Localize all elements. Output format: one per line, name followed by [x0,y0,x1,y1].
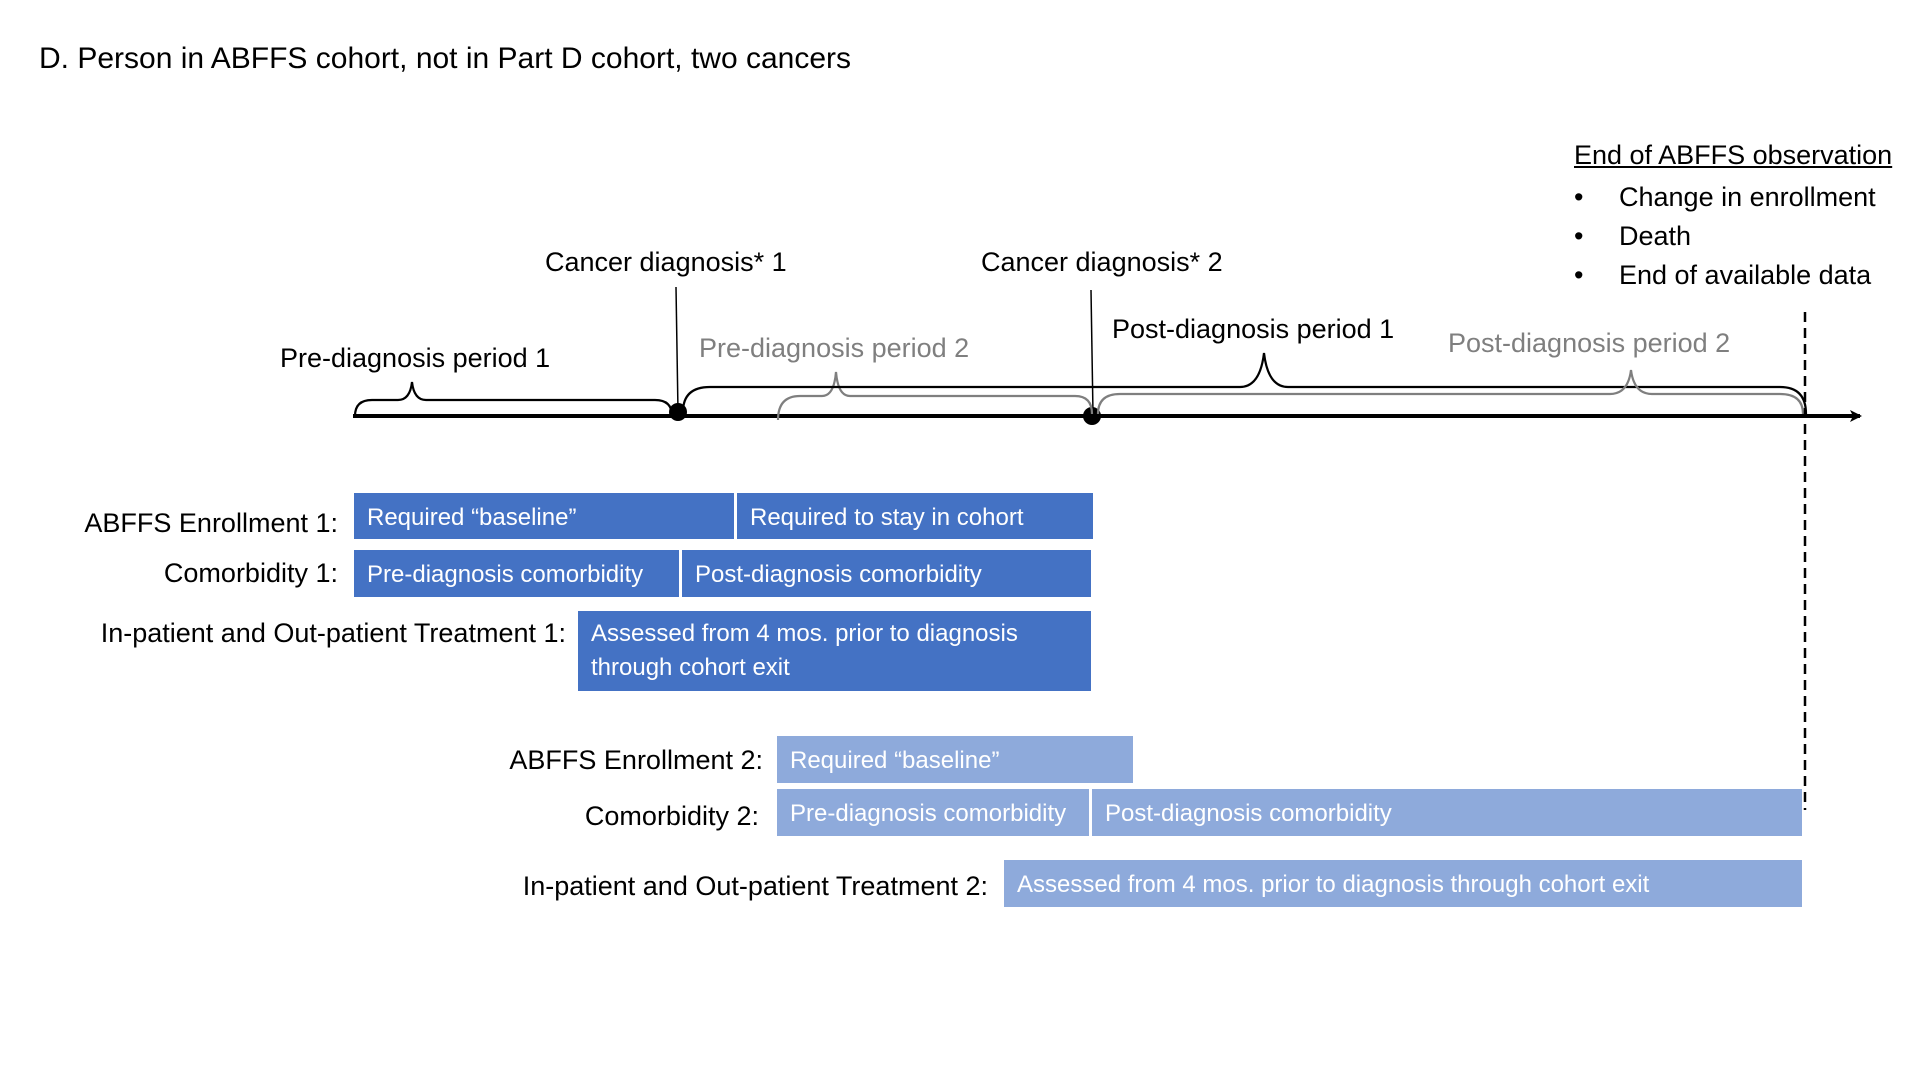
post-diagnosis-period-1-brace [681,352,1808,415]
diagnosis-2-marker [1083,407,1101,425]
post-diagnosis-period-1-label: Post-diagnosis period 1 [1112,314,1395,344]
abffs-enrollment-1-label: ABFFS Enrollment 1: [84,508,338,538]
diagnosis-2-tick [1090,289,1094,415]
end-observation-list: Change in enrollment Death End of availa… [1574,178,1876,295]
end-observation-item: Death [1574,217,1876,256]
comorbidity-2-pre-bar: Pre-diagnosis comorbidity [777,789,1089,836]
pre-diagnosis-period-2-brace [776,371,1094,421]
comorbidity-1-post-bar: Post-diagnosis comorbidity [682,550,1091,597]
comorbidity-2-post-bar: Post-diagnosis comorbidity [1092,789,1802,836]
pre-diagnosis-period-2-label: Pre-diagnosis period 2 [699,333,970,363]
figure-title: D. Person in ABFFS cohort, not in Part D… [39,42,852,75]
enrollment-2-baseline-bar: Required “baseline” [777,736,1133,783]
diagnosis-1-tick [675,286,679,413]
treatment-1-bar: Assessed from 4 mos. prior to diagnosis … [578,611,1091,691]
post-diagnosis-period-2-label: Post-diagnosis period 2 [1448,328,1731,358]
comorbidity-1-label: Comorbidity 1: [163,558,338,588]
treatment-1-label: In-patient and Out-patient Treatment 1: [100,618,566,648]
treatment-2-label: In-patient and Out-patient Treatment 2: [522,871,988,901]
treatment-2-bar: Assessed from 4 mos. prior to diagnosis … [1004,860,1802,907]
pre-diagnosis-period-1-brace [353,381,674,417]
comorbidity-2-label: Comorbidity 2: [584,801,759,831]
enrollment-1-stay-bar: Required to stay in cohort [737,493,1093,539]
post-diagnosis-period-2-brace [1096,369,1805,415]
comorbidity-1-pre-bar: Pre-diagnosis comorbidity [354,550,679,597]
end-observation-item: End of available data [1574,256,1876,295]
end-observation-item: Change in enrollment [1574,178,1876,217]
end-observation-title: End of ABFFS observation [1574,140,1893,170]
cancer-diagnosis-2-label: Cancer diagnosis* 2 [981,247,1223,277]
cancer-diagnosis-1-label: Cancer diagnosis* 1 [545,247,787,277]
pre-diagnosis-period-1-label: Pre-diagnosis period 1 [280,343,551,373]
enrollment-1-baseline-bar: Required “baseline” [354,493,734,539]
abffs-enrollment-2-label: ABFFS Enrollment 2: [509,745,763,775]
